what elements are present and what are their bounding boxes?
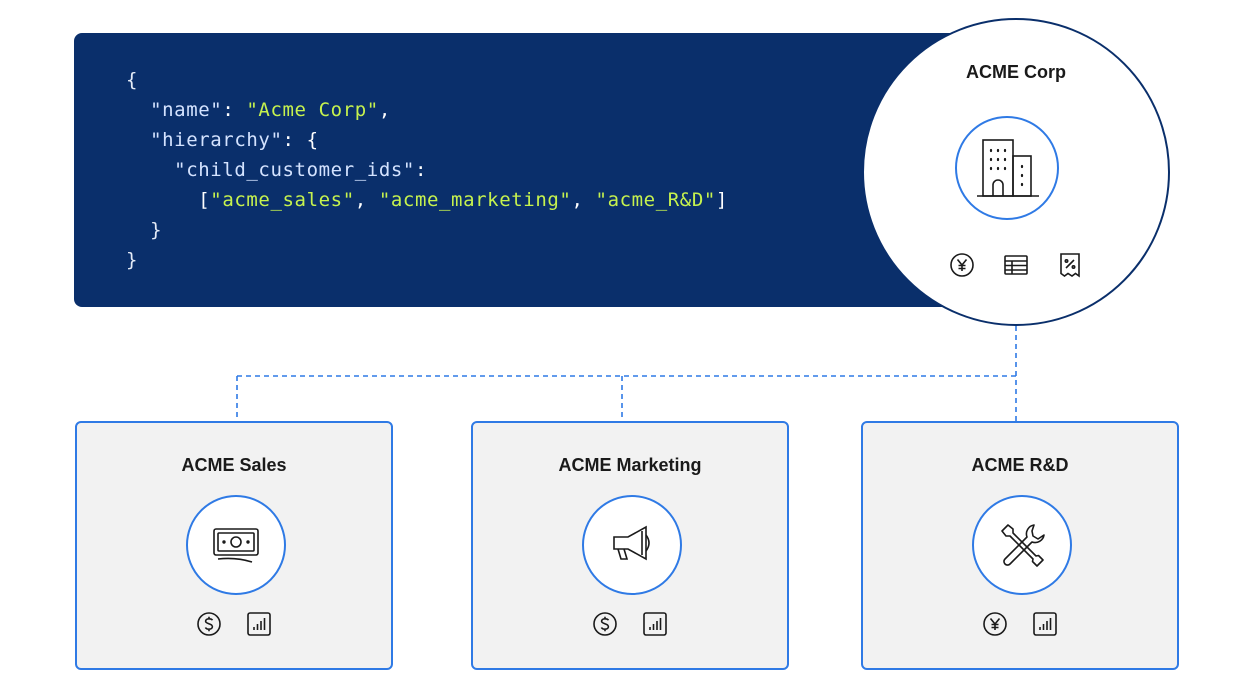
code-hierarchy-key: "hierarchy" [150, 129, 283, 151]
root-mini-icons [864, 252, 1168, 278]
bar-chart-icon [247, 612, 271, 636]
child-node-acme-marketing: ACME Marketing [471, 421, 789, 670]
child-title: ACME Marketing [558, 455, 702, 475]
megaphone-icon [613, 525, 650, 561]
code-child-id: "acme_sales" [210, 189, 355, 211]
banknote-icon [213, 528, 259, 563]
child-icon-ring [582, 495, 682, 595]
child-title: ACME R&D [971, 455, 1069, 475]
child-title: ACME Sales [181, 455, 287, 475]
table-icon [1004, 255, 1028, 275]
bar-chart-icon [1033, 612, 1057, 636]
json-code-block: { "name": "Acme Corp", "hierarchy": { "c… [126, 69, 728, 271]
code-name-value: "Acme Corp" [246, 99, 379, 121]
dollar-coin-icon [197, 612, 221, 636]
root-icon-ring [955, 116, 1059, 220]
office-building-icon [977, 139, 1039, 197]
code-inner-close: } [150, 219, 163, 241]
child-node-acme-rnd: ACME R&D [861, 421, 1179, 670]
root-node-acme-corp: ACME Corp [862, 18, 1170, 326]
code-name-key: "name" [150, 99, 223, 121]
child-mini-icons [473, 611, 787, 637]
child-node-acme-sales: ACME Sales [75, 421, 393, 670]
child-icon-ring [972, 495, 1072, 595]
bar-chart-icon [643, 612, 667, 636]
dollar-coin-icon [593, 612, 617, 636]
root-title: ACME Corp [966, 62, 1066, 82]
code-open-brace: { [126, 69, 139, 91]
json-code-panel: { "name": "Acme Corp", "hierarchy": { "c… [74, 33, 974, 307]
code-child-ids-key: "child_customer_ids" [174, 159, 415, 181]
code-outer-close: } [126, 249, 139, 271]
tools-icon [1001, 524, 1045, 567]
percent-receipt-icon [1060, 253, 1080, 278]
yen-coin-icon [950, 253, 974, 277]
child-icon-ring [186, 495, 286, 595]
code-child-id: "acme_R&D" [595, 189, 716, 211]
child-mini-icons [863, 611, 1177, 637]
yen-coin-icon [983, 612, 1007, 636]
code-child-id: "acme_marketing" [378, 189, 572, 211]
child-mini-icons [77, 611, 391, 637]
